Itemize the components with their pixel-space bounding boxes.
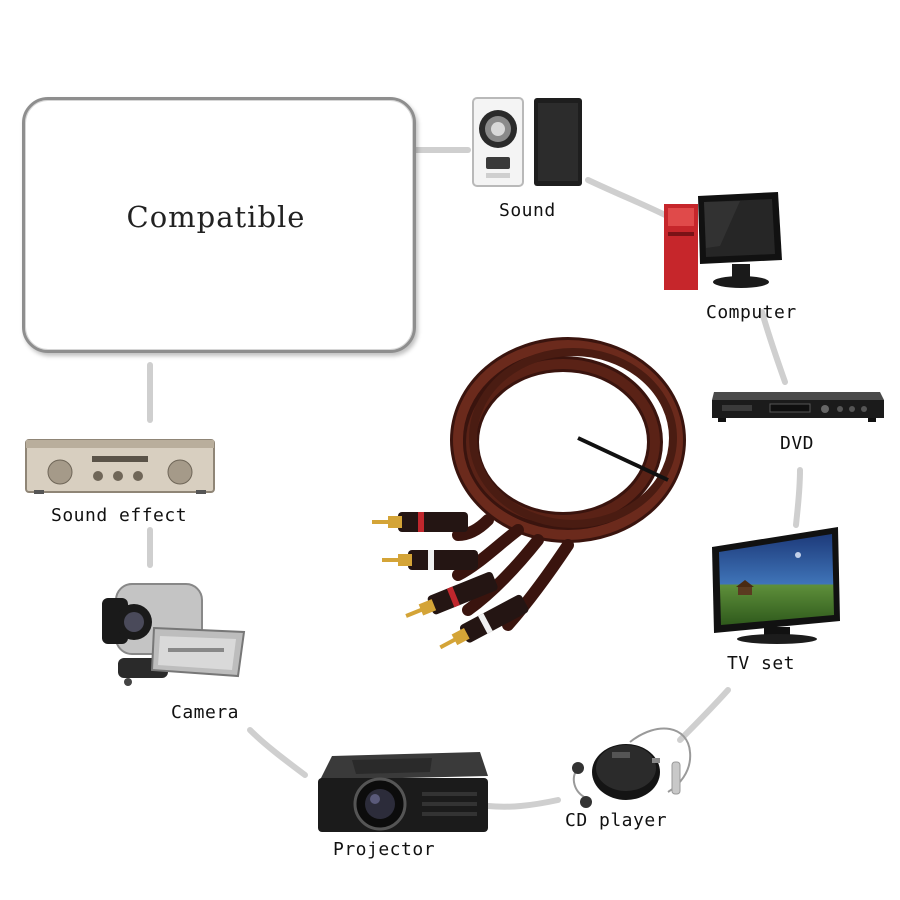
camcorder-icon (102, 583, 246, 686)
cd-player-icon (572, 727, 692, 808)
device-label-sound: Sound (499, 200, 556, 221)
page-title: Compatible (126, 200, 306, 234)
rca-cable-icon (372, 337, 686, 650)
dvd-player-icon (712, 392, 884, 422)
device-label-cd-player: CD player (565, 810, 668, 831)
device-label-sound-effect: Sound effect (51, 505, 188, 526)
projector-icon (318, 752, 488, 832)
compatible-box (22, 97, 416, 353)
device-label-projector: Projector (333, 839, 436, 860)
amplifier-icon (25, 439, 215, 494)
device-label-dvd: DVD (780, 433, 815, 454)
flat-tv-icon (712, 527, 840, 644)
device-label-camera: Camera (171, 702, 240, 723)
device-label-tv: TV set (727, 653, 796, 674)
desktop-computer-icon (664, 192, 782, 290)
device-label-computer: Computer (706, 302, 797, 323)
speakers-icon (472, 97, 582, 187)
